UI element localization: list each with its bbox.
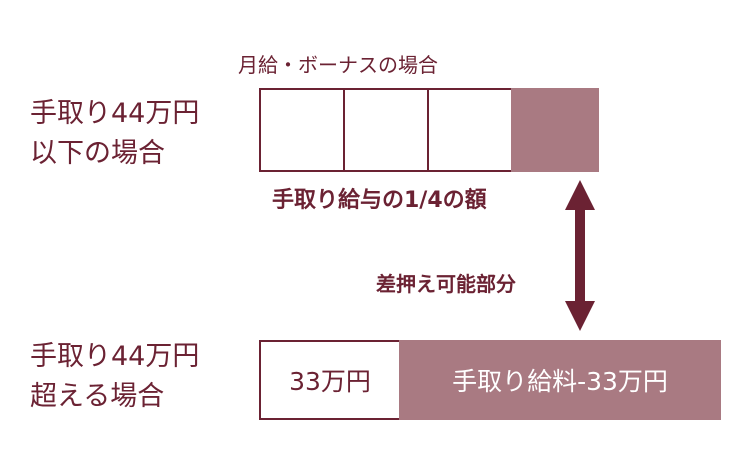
bottom-condition-line1: 手取り44万円 xyxy=(30,341,200,372)
top-segment-3 xyxy=(427,88,513,172)
double-arrow-icon xyxy=(565,180,595,331)
bottom-variable-cell: 手取り給料-33万円 xyxy=(399,340,721,420)
bottom-fixed-cell: 33万円 xyxy=(259,340,401,420)
top-segment-caption: 手取り給与の1/4の額 xyxy=(272,188,487,213)
top-segment-1 xyxy=(259,88,345,172)
bottom-condition-line2: 超える場合 xyxy=(30,381,165,412)
bottom-variable-cell-text: 手取り給料-33万円 xyxy=(452,367,668,396)
top-caption: 月給・ボーナスの場合 xyxy=(238,53,438,77)
top-segment-2 xyxy=(343,88,429,172)
arrow-label: 差押え可能部分 xyxy=(376,272,516,296)
bottom-fixed-cell-text: 33万円 xyxy=(289,367,371,396)
top-condition-line1: 手取り44万円 xyxy=(30,98,200,129)
top-bar xyxy=(259,88,599,172)
bottom-bar: 33万円 手取り給料-33万円 xyxy=(259,340,721,420)
top-condition-line2: 以下の場合 xyxy=(30,138,165,169)
bottom-condition: 手取り44万円 超える場合 xyxy=(30,337,199,417)
top-segment-4-garnishable xyxy=(511,88,599,172)
top-condition: 手取り44万円 以下の場合 xyxy=(30,94,199,174)
